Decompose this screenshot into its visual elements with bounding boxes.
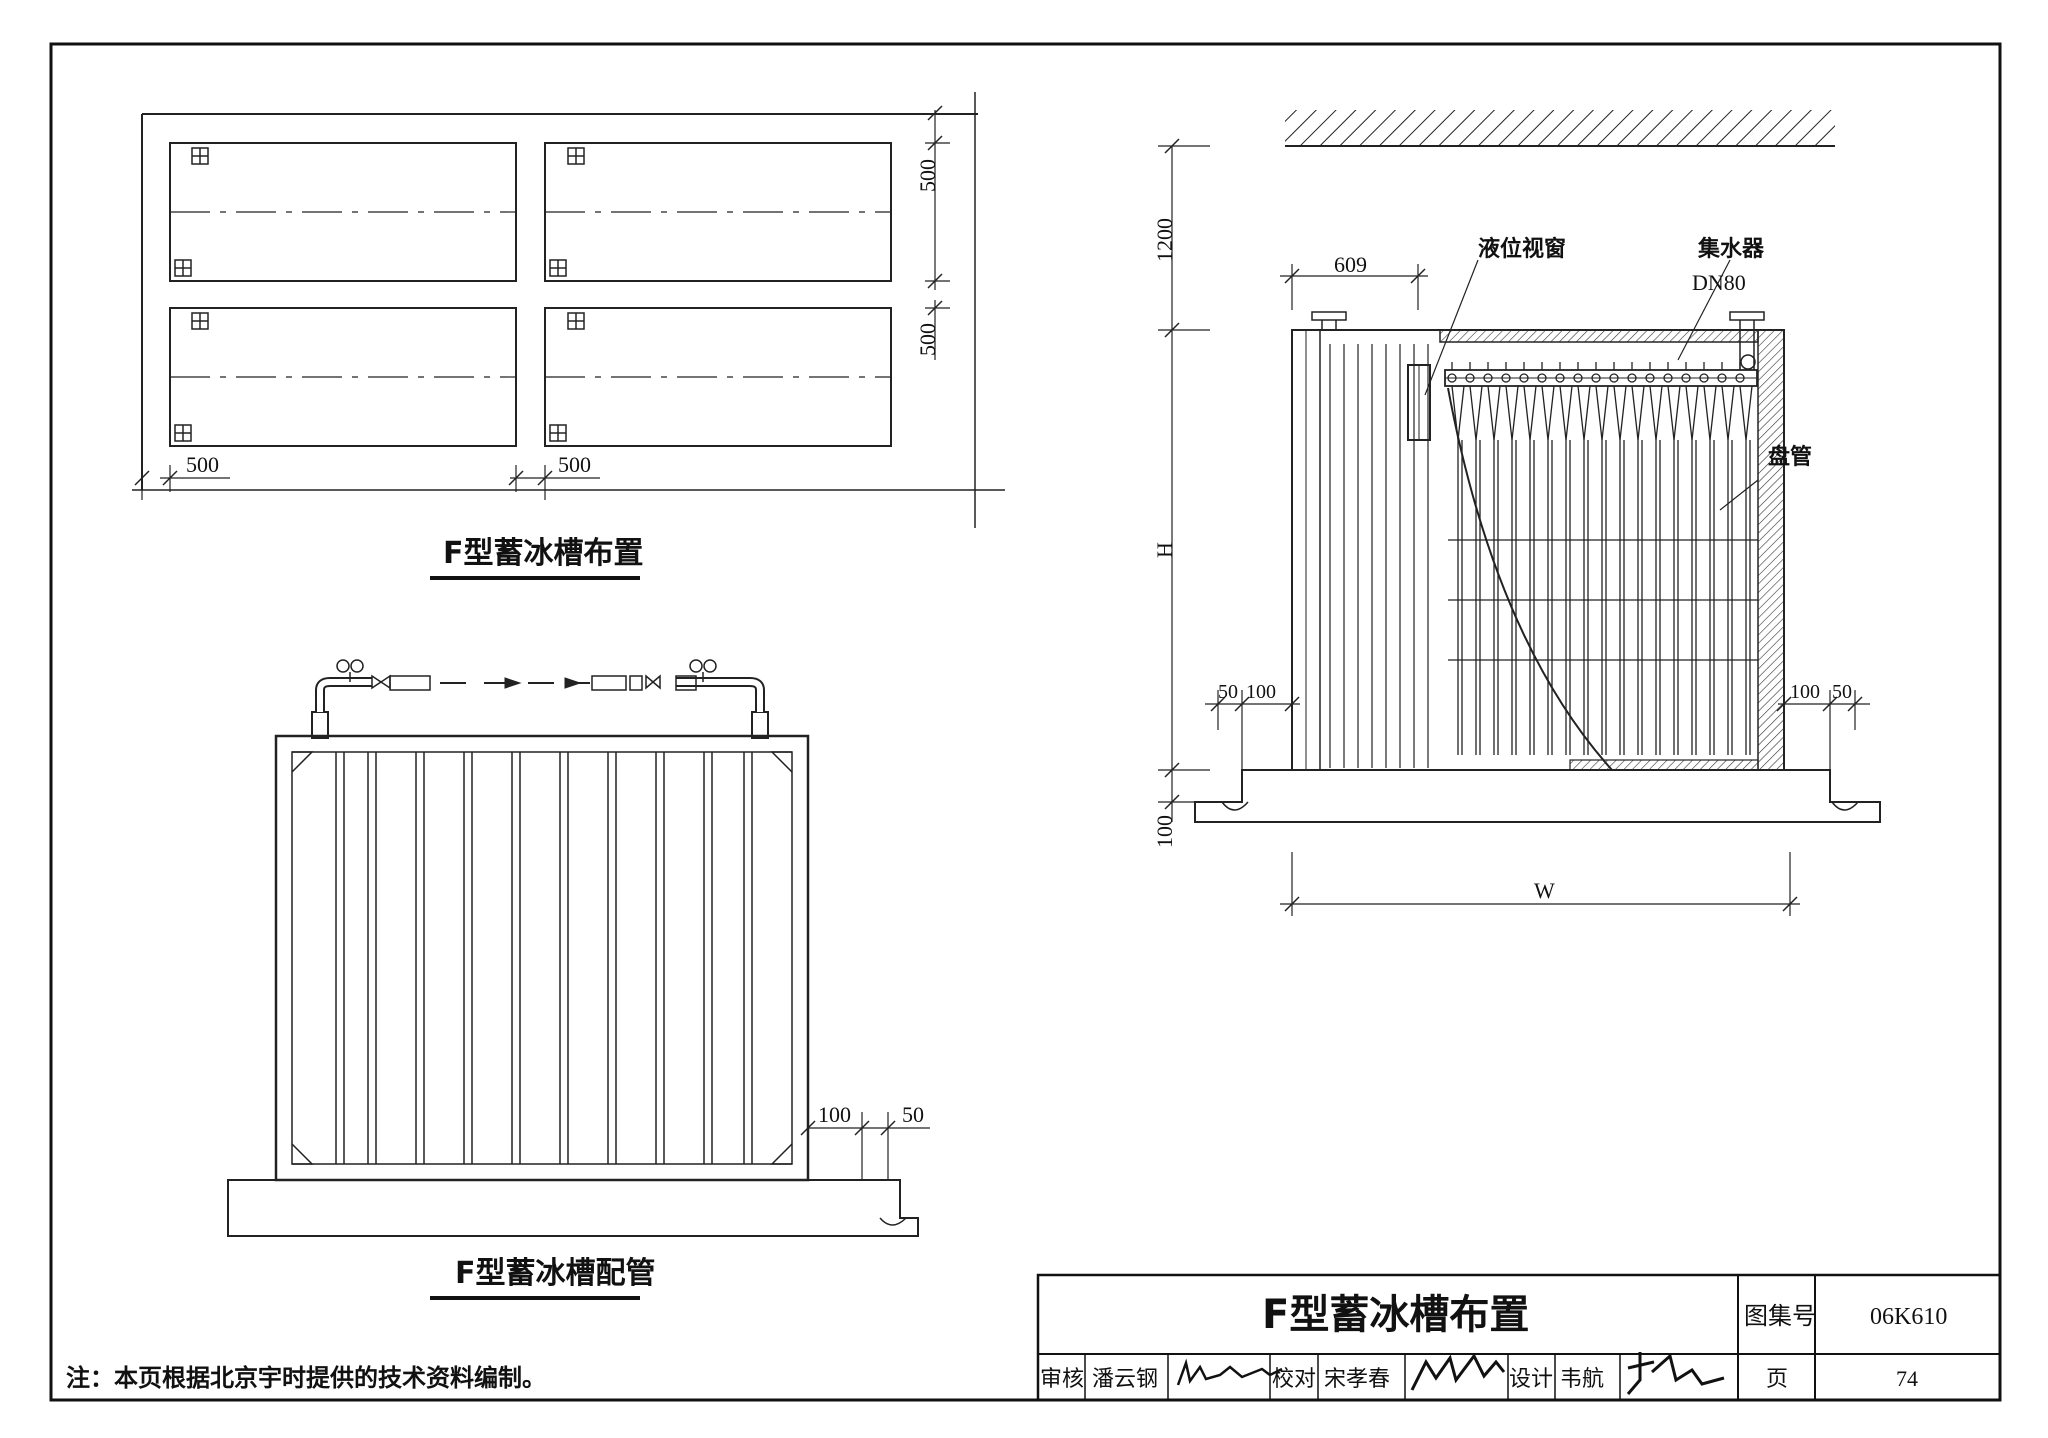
drawing-line <box>1667 385 1675 441</box>
header-fitting <box>1645 373 1655 383</box>
piping-title: F型蓄冰槽配管 <box>455 1256 656 1291</box>
drawing-line <box>1469 385 1477 441</box>
drawing-line <box>1523 385 1531 441</box>
section-dim-609: 609 <box>1334 252 1367 277</box>
coil-label: 盘管 <box>1768 444 1812 470</box>
header-fitting <box>1591 373 1601 383</box>
title-block-drawing-title: F型蓄冰槽布置 <box>1262 1292 1529 1338</box>
header-fitting <box>1447 373 1457 383</box>
drawing-line <box>1721 385 1729 441</box>
section-dim-w: W <box>1534 878 1555 903</box>
section-dim-100-base: 100 <box>1152 815 1177 848</box>
reviewer-name: 潘云钢 <box>1092 1367 1158 1392</box>
header-fitting <box>1663 373 1673 383</box>
header-fitting <box>1573 373 1583 383</box>
drawing-line <box>1583 385 1591 441</box>
atlas-no: 06K610 <box>1870 1304 1947 1330</box>
header-fitting <box>1627 373 1637 383</box>
drawing-line <box>1541 385 1549 441</box>
section-dim-h: H <box>1152 542 1177 558</box>
drawing-line <box>1595 385 1603 441</box>
dim-500-right-bottom: 500 <box>915 323 940 356</box>
drawing-line <box>1565 385 1573 441</box>
checker-signature <box>1410 1353 1506 1391</box>
piping-dim-100: 100 <box>818 1102 851 1127</box>
piping-elevation <box>227 659 930 1237</box>
page-no: 74 <box>1896 1366 1918 1391</box>
drawing-line <box>1709 385 1717 441</box>
drawing-line <box>1559 385 1567 441</box>
atlas-no-label: 图集号 <box>1744 1302 1816 1330</box>
sight-glass-label: 液位视窗 <box>1478 236 1566 262</box>
section-dim-100-right: 100 <box>1790 681 1820 703</box>
drawing-line <box>1529 385 1537 441</box>
layout-plan-title: F型蓄冰槽布置 <box>443 536 644 571</box>
title-block <box>1036 1273 2002 1402</box>
section-dim-1200: 1200 <box>1152 218 1177 262</box>
drawing-line <box>1703 385 1711 441</box>
checker-name: 宋孝春 <box>1324 1367 1390 1392</box>
drawing-line <box>1745 385 1753 441</box>
drawing-line <box>1631 385 1639 441</box>
header-fitting <box>1735 373 1745 383</box>
drawing-line <box>1655 385 1663 441</box>
drawing-line <box>1601 385 1609 441</box>
drawing-line <box>1505 385 1513 441</box>
section-dim-100-left: 100 <box>1246 681 1276 703</box>
header-fitting <box>1699 373 1709 383</box>
drawing-line <box>1649 385 1657 441</box>
dim-500-bottom-left: 500 <box>186 452 219 477</box>
drawing-line <box>1685 385 1693 441</box>
section-dim-50-left: 50 <box>1218 681 1238 703</box>
footnote: 注：本页根据北京宇时提供的技术资料编制。 <box>66 1364 546 1392</box>
drawing-line <box>1493 385 1501 441</box>
drawing-line <box>1577 385 1585 441</box>
drawing-line <box>1547 385 1555 441</box>
header-fitting <box>1609 373 1619 383</box>
header-fitting <box>1555 373 1565 383</box>
header-fitting <box>1681 373 1691 383</box>
drawing-line <box>1739 385 1747 441</box>
drawing-line <box>1457 385 1465 441</box>
designer-name: 韦航 <box>1560 1367 1604 1392</box>
drawing-line <box>1613 385 1621 441</box>
drawing-line <box>1511 385 1519 441</box>
header-fitting <box>1465 373 1475 383</box>
dim-500-bottom-mid: 500 <box>558 452 591 477</box>
drawing-line <box>1487 385 1495 441</box>
header-fitting <box>1717 373 1727 383</box>
header-fitting <box>1483 373 1493 383</box>
dn80-label: DN80 <box>1692 270 1746 295</box>
header-fitting <box>1537 373 1547 383</box>
layout-plan <box>132 92 1005 528</box>
review-label: 审核 <box>1040 1367 1084 1392</box>
drawing-line <box>1475 385 1483 441</box>
drawing-line <box>1727 385 1735 441</box>
drawing-line <box>1673 385 1681 441</box>
piping-dim-50: 50 <box>902 1102 924 1127</box>
drawing-line <box>1619 385 1627 441</box>
section-view <box>1158 110 1881 916</box>
drawing-line <box>1637 385 1645 441</box>
design-label: 设计 <box>1509 1367 1553 1392</box>
dim-500-right-top: 500 <box>915 159 940 192</box>
section-dim-50-right: 50 <box>1832 681 1852 703</box>
designer-signature <box>1626 1352 1725 1395</box>
header-fitting <box>1519 373 1529 383</box>
page-label: 页 <box>1766 1367 1788 1392</box>
collector-label: 集水器 <box>1697 236 1765 262</box>
header-fitting <box>1501 373 1511 383</box>
reviewer-signature <box>1176 1358 1283 1386</box>
drawing-line <box>1691 385 1699 441</box>
sheet-border <box>49 42 2002 1402</box>
